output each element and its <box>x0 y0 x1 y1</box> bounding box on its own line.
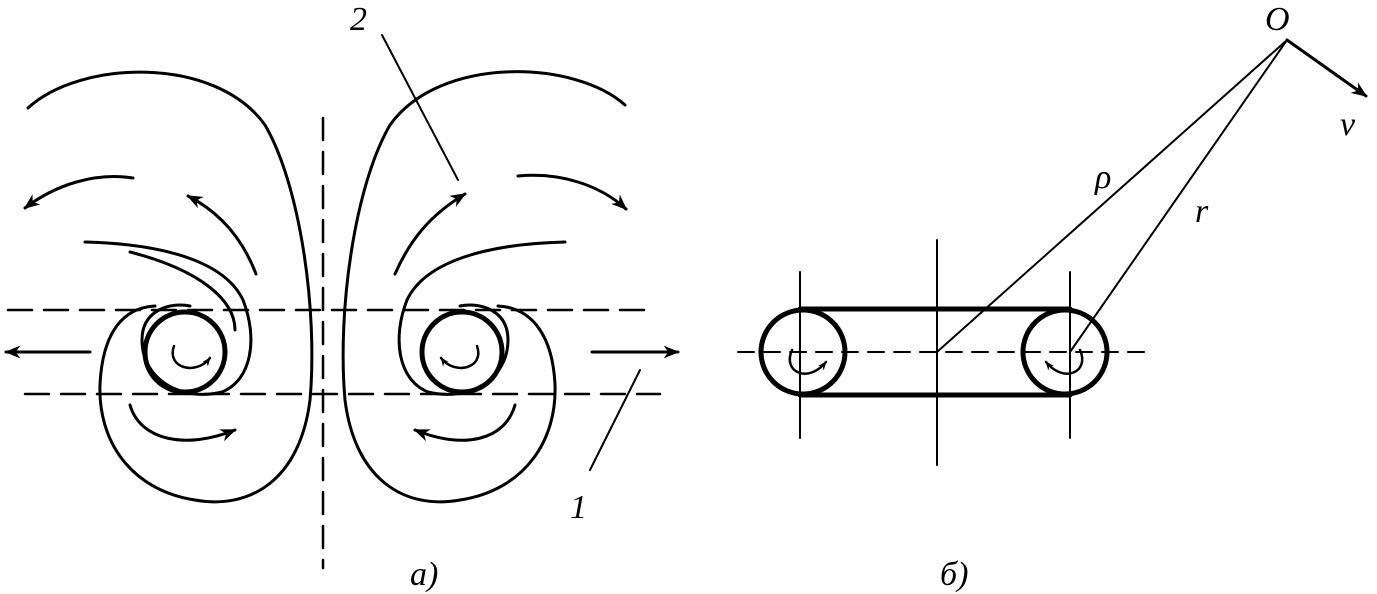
callout-1-label: 1 <box>570 489 587 526</box>
left-vortex-core <box>142 309 228 395</box>
callout-2-label: 2 <box>350 1 367 38</box>
panel-a <box>4 34 680 570</box>
right-bottom-arrow <box>413 403 517 442</box>
caption-b: б) <box>940 556 968 593</box>
left-bottom-arrow <box>128 403 237 442</box>
r-label: r <box>1195 193 1209 230</box>
right-ring-rotation-arrow <box>1044 348 1084 375</box>
panel-b <box>737 38 1368 466</box>
velocity-arrow <box>1285 38 1368 98</box>
left-ring-rotation-arrow <box>788 348 828 375</box>
left-top-arrow <box>23 175 135 210</box>
right-top-arrow <box>516 173 628 211</box>
rho-line <box>936 39 1288 353</box>
velocity-label: v <box>1340 106 1356 143</box>
right-outer-streamline <box>341 70 627 504</box>
left-inner-streamline <box>83 240 253 396</box>
left-outer-streamline <box>26 70 314 504</box>
left-ring-core <box>758 307 848 397</box>
rho-label: ρ <box>1094 159 1111 196</box>
right-ring-core <box>1020 307 1110 397</box>
left-mid-upper-streamline <box>128 250 237 332</box>
caption-a: а) <box>410 556 438 593</box>
r-line <box>1069 39 1288 353</box>
right-rising-arrow <box>393 192 467 276</box>
point-o-label: O <box>1265 1 1290 38</box>
callout-2-leader <box>381 34 459 181</box>
right-inner-streamline <box>397 240 567 396</box>
left-core-rotation-arrow <box>171 344 212 370</box>
left-rising-arrow <box>186 194 258 276</box>
callout-1-leader <box>589 369 641 471</box>
right-core-rotation-arrow <box>439 344 480 370</box>
